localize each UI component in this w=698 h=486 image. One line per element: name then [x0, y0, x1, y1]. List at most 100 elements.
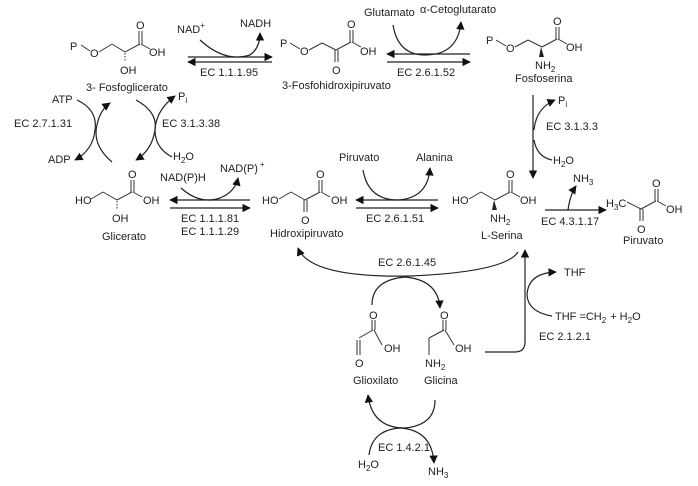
- atom-o: O: [136, 20, 145, 32]
- label-piruvato: Piruvato: [623, 235, 663, 247]
- atom-p: P: [280, 38, 287, 50]
- atom-oh: OH: [666, 204, 683, 216]
- bond: [111, 43, 126, 53]
- cofactor-piruvato: Piruvato: [339, 152, 379, 164]
- atom-o: O: [506, 43, 515, 55]
- cofactor-alfa-cetoglutarato: α-Cetoglutarato: [420, 4, 496, 16]
- label-l-serina: L-Serina: [481, 230, 523, 242]
- bond: [80, 44, 91, 52]
- compound-3-fosfoglicerato: P O O OH OH 3- Fosfoglicerato: [70, 20, 168, 94]
- atom-oh: OH: [112, 213, 129, 225]
- cofactor-curve: [533, 139, 553, 161]
- reaction-ec-1-4-2-1: EC 1.4.2.1 H2O NH3: [358, 394, 449, 480]
- forward-arrow: [135, 99, 156, 161]
- atom-nh2: NH2: [425, 358, 446, 372]
- enzyme-ec-1-1-1-81: EC 1.1.1.81: [181, 213, 239, 225]
- cofactor-nh3: NH3: [428, 466, 449, 480]
- atom-o: O: [652, 178, 661, 190]
- bond: [557, 38, 568, 45]
- atom-o: O: [332, 65, 341, 77]
- bond: [351, 41, 362, 48]
- bond: [320, 191, 331, 198]
- compound-piruvato: H3C O OH O Piruvato: [606, 178, 683, 247]
- cofactor-curve-arrow: [362, 167, 434, 201]
- forward-arrow: [95, 102, 113, 163]
- reaction-ec-2-6-1-45: EC 2.6.1.45: [296, 247, 519, 309]
- bond: [510, 191, 521, 198]
- enzyme-ec-2-6-1-51: EC 2.6.1.51: [366, 213, 424, 225]
- atom-oh: OH: [149, 47, 166, 59]
- reaction-ec-2-1-2-1: THF THF =CH2+ H2O EC 2.1.2.1: [485, 249, 641, 353]
- bond: [102, 191, 118, 201]
- enzyme-ec-3-1-3-38: EC 3.1.3.38: [162, 118, 220, 130]
- bond: [278, 191, 292, 200]
- bond: [373, 329, 383, 346]
- cofactor-pi: Pi: [178, 91, 187, 105]
- bond: [335, 41, 352, 51]
- atom-o: O: [347, 19, 356, 31]
- bond: [90, 191, 104, 200]
- atom-o: O: [553, 16, 562, 28]
- cofactor-curve-arrow: [533, 99, 556, 131]
- atom-o: O: [355, 358, 364, 370]
- compound-fosfoserina: P O O OH NH2 Fosfoserina: [486, 16, 583, 85]
- cofactor-h2o: H2O: [358, 459, 379, 473]
- reaction-ec-2-6-1-51: Piruvato Alanina EC 2.6.1.51: [339, 152, 454, 225]
- atom-o: O: [637, 224, 646, 236]
- atom-oh: OH: [566, 42, 583, 54]
- bond: [495, 39, 507, 47]
- reaction-ec-1-1-1-95: NAD+ NADH EC 1.1.1.95: [177, 18, 273, 79]
- enzyme-ec-2-7-1-31: EC 2.7.1.31: [14, 118, 72, 130]
- atom-o: O: [506, 169, 515, 181]
- cofactor-nh3: NH3: [573, 173, 594, 187]
- atom-oh: OH: [520, 195, 537, 207]
- atom-p: P: [486, 35, 493, 47]
- atom-o: O: [90, 48, 99, 60]
- atom-ho: HO: [262, 195, 279, 207]
- cofactor-curve-arrow: [199, 32, 265, 58]
- cofactor-thf-ch2: THF =CH2+ H2O: [555, 311, 641, 325]
- label-hidroxipiruvato: Hidroxipiruvato: [270, 228, 343, 240]
- bond: [494, 191, 511, 201]
- cofactor-curve-arrow: [392, 21, 465, 56]
- reaction-ec-2-7-1-31: ATP EC 2.7.1.31 ADP: [14, 94, 113, 166]
- cofactor-adp: ADP: [48, 154, 71, 166]
- label-glioxilato: Glioxilato: [353, 375, 398, 387]
- bond: [132, 191, 143, 198]
- atom-oh: OH: [331, 195, 348, 207]
- bond: [308, 42, 323, 51]
- compound-glioxilato: O OH O Glioxilato: [353, 310, 401, 387]
- cofactor-glutamato: Glutamato: [364, 7, 415, 19]
- atom-oh: OH: [360, 46, 377, 58]
- bond: [468, 191, 482, 200]
- cofactor-curve-arrow: [526, 268, 557, 317]
- reaction-ec-4-3-1-17: NH3 EC 4.3.1.17: [541, 173, 607, 228]
- enzyme-ec-2-6-1-52: EC 2.6.1.52: [397, 67, 455, 79]
- atom-p: P: [70, 41, 77, 53]
- bond: [480, 191, 496, 201]
- compound-glicerato: HO O OH OH Glicerato: [75, 169, 160, 243]
- enzyme-ec-2-6-1-45: EC 2.6.1.45: [378, 257, 436, 269]
- reaction-ec-2-6-1-52: Glutamato α-Cetoglutarato EC 2.6.1.52: [364, 4, 496, 79]
- atom-o: O: [440, 310, 449, 322]
- cofactor-curve-arrow: [368, 427, 438, 464]
- bond: [358, 329, 374, 339]
- cofactor-thf: THF: [564, 267, 586, 279]
- atom-ho: HO: [452, 195, 469, 207]
- atom-nh2: NH2: [535, 60, 556, 74]
- atom-o: O: [301, 215, 310, 227]
- forward-arrow: [364, 394, 436, 429]
- enzyme-ec-4-3-1-17: EC 4.3.1.17: [541, 216, 599, 228]
- bond: [98, 43, 113, 53]
- atom-nh2: NH2: [490, 213, 511, 227]
- bond: [304, 191, 321, 201]
- bond: [321, 42, 337, 51]
- bond: [541, 38, 558, 48]
- bond: [527, 39, 543, 48]
- reaction-ec-1-1-1-81: NAD(P)H NAD(P)+ EC 1.1.1.81 EC 1.1.1.29: [160, 160, 265, 238]
- compound-hidroxipiruvato: HO O OH O Hidroxipiruvato: [262, 169, 348, 240]
- atom-h3c: H3C: [606, 198, 626, 212]
- label-glicina: Glicina: [424, 375, 459, 387]
- atom-oh: OH: [143, 195, 160, 207]
